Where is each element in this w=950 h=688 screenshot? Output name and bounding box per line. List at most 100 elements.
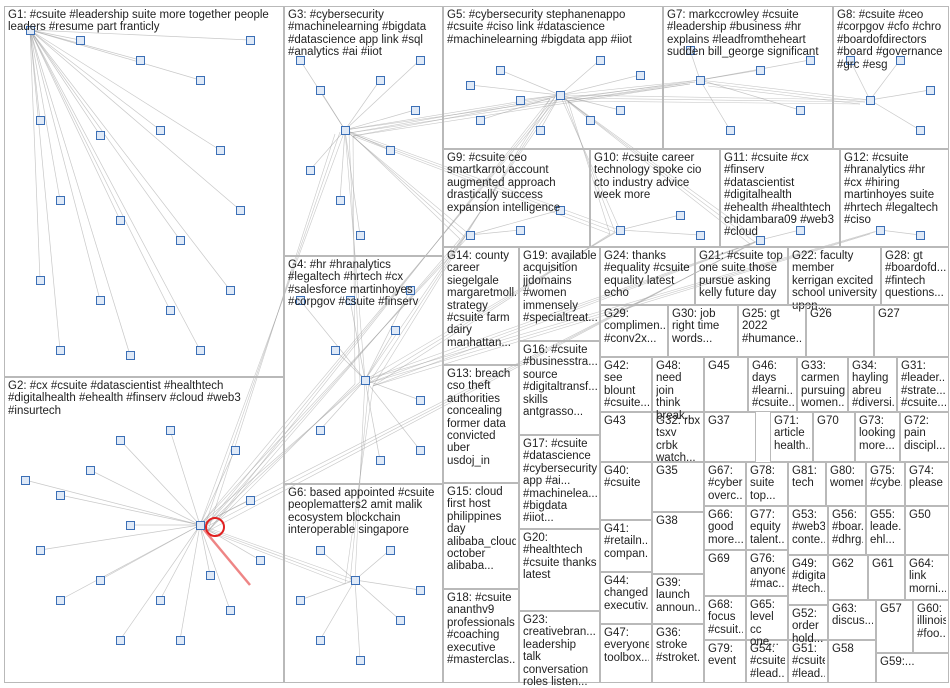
group-g59: G59:... (876, 653, 949, 683)
group-g22: G22: faculty member kerrigan excited sch… (788, 247, 881, 305)
group-label: G40: #csuite (604, 465, 649, 490)
group-g76: G76: anyone #mac... (746, 550, 788, 596)
group-g68: G68: focus #csuit... (704, 596, 746, 640)
group-label: G38 (656, 515, 701, 527)
group-g43: G43 (600, 412, 652, 462)
group-label: G60: illinois #foo... (917, 603, 946, 640)
group-label: G45 (708, 360, 745, 372)
group-label: G20: #healthtech #csuite thanks latest (523, 532, 597, 582)
group-label: G66: good more... (708, 509, 743, 546)
group-g20: G20: #healthtech #csuite thanks latest (519, 529, 600, 611)
group-label: G19: available acquisition jjdomains #wo… (523, 250, 597, 324)
group-label: G36: stroke #stroket... (656, 627, 701, 664)
group-g50: G50 (905, 506, 949, 555)
group-label: G70 (817, 415, 852, 427)
group-label: G42: see blount #csuite... (604, 360, 649, 410)
group-label: G6: based appointed #csuite peoplematter… (288, 487, 440, 537)
group-g62: G62 (828, 555, 868, 600)
group-g3: G3: #cybersecurity #machinelearning #big… (284, 6, 443, 256)
group-label: G27 (878, 308, 946, 320)
group-g25: G25: gt 2022 #humance... (738, 305, 806, 357)
group-g77: G77: equity talent... (746, 506, 788, 550)
group-label: G51: #csuite #lead... (792, 643, 825, 680)
group-label: G41: #retailn... compan... (604, 523, 649, 560)
group-g7: G7: markccrowley #csuite #leadership #bu… (663, 6, 833, 149)
group-label: G18: #csuite ananthv9 professionals #coa… (447, 592, 516, 666)
group-label: G39: launch announ... (656, 577, 701, 614)
group-g71: G71: article health... (770, 412, 813, 462)
group-label: G26 (810, 308, 871, 320)
group-g81: G81: tech (788, 462, 826, 506)
group-label: G43 (604, 415, 649, 427)
group-label: G4: #hr #hranalytics #legaltech #hrtech … (288, 259, 440, 309)
group-label: G78: suite top... (750, 465, 785, 502)
group-g53: G53: #web3 conte... (788, 506, 828, 555)
group-label: G69 (708, 553, 743, 565)
group-g5: G5: #cybersecurity stephanenappo #csuite… (443, 6, 663, 149)
group-g26: G26 (806, 305, 874, 357)
group-g70: G70 (813, 412, 855, 462)
group-g74: G74: please (905, 462, 949, 506)
group-label: G16: #csuite #businesstra... source #dig… (523, 344, 597, 418)
group-g27: G27 (874, 305, 949, 357)
group-g39: G39: launch announ... (652, 574, 704, 624)
group-g46: G46: days #learni... #csuite... (748, 357, 797, 412)
group-label: G64: link morni... (909, 558, 946, 595)
group-label: G25: gt 2022 #humance... (742, 308, 803, 345)
group-label: G17: #csuite #datascience #cybersecurity… (523, 438, 597, 525)
group-g60: G60: illinois #foo... (913, 600, 949, 653)
group-g42: G42: see blount #csuite... (600, 357, 652, 412)
group-label: G22: faculty member kerrigan excited sch… (792, 250, 878, 312)
group-label: G33: carmen pursuing women... (801, 360, 845, 410)
group-g58: G58 (828, 640, 876, 683)
group-g9: G9: #csuite ceo smartkarrot account augm… (443, 149, 590, 247)
group-g28: G28: gt #boardofd... #fintech questions.… (881, 247, 949, 305)
group-g73: G73: looking more... (855, 412, 900, 462)
group-g41: G41: #retailn... compan... (600, 520, 652, 572)
group-g38: G38 (652, 512, 704, 574)
group-label: G14: county career siegelgale margaretmo… (447, 250, 516, 349)
group-label: G53: #web3 conte... (792, 509, 825, 546)
group-g35: G35 (652, 462, 704, 512)
group-g56: G56: #boar... #dhrg... (828, 506, 866, 555)
group-g11: G11: #csuite #cx #finserv #datascientist… (720, 149, 840, 247)
group-label: G2: #cx #csuite #datascientist #healthte… (8, 380, 281, 417)
group-g2: G2: #cx #csuite #datascientist #healthte… (4, 377, 284, 683)
group-label: G13: breach cso theft authorities concea… (447, 368, 516, 467)
group-label: G74: please (909, 465, 946, 490)
group-g16: G16: #csuite #businesstra... source #dig… (519, 341, 600, 435)
group-g61: G61 (868, 555, 905, 600)
group-label: G21: #csuite top one suite those pursue … (699, 250, 785, 300)
group-g48: G48: need join think break... (652, 357, 704, 412)
group-g67: G67: #cyber overc... (704, 462, 746, 506)
group-g51: G51: #csuite #lead... (788, 640, 828, 683)
group-label: G31: #leader... #strate... #csuite... (901, 360, 946, 410)
group-label: G58 (832, 643, 873, 655)
group-g63: G63: discus... (828, 600, 876, 640)
group-g8: G8: #csuite #ceo #corpgov #cfo #chro #bo… (833, 6, 949, 149)
group-label: G81: tech (792, 465, 823, 490)
group-label: G46: days #learni... #csuite... (752, 360, 794, 410)
group-g19: G19: available acquisition jjdomains #wo… (519, 247, 600, 341)
group-label: G61 (872, 558, 902, 570)
group-label: G59:... (880, 656, 946, 668)
group-label: G29: complimen... #conv2x... (604, 308, 665, 345)
group-g21: G21: #csuite top one suite those pursue … (695, 247, 788, 305)
group-label: G15: cloud first host philippines day al… (447, 486, 516, 573)
group-g23: G23: creativebran... leadership talk con… (519, 611, 600, 683)
group-label: G34: hayling abreu #diversi... (852, 360, 894, 410)
group-label: G63: discus... (832, 603, 873, 628)
group-g66: G66: good more... (704, 506, 746, 550)
group-label: G50 (909, 509, 946, 521)
group-label: G23: creativebran... leadership talk con… (523, 614, 597, 688)
group-label: G49: #digital #tech... (792, 558, 825, 595)
group-label: G67: #cyber overc... (708, 465, 743, 502)
group-label: G35 (656, 465, 701, 477)
group-g13: G13: breach cso theft authorities concea… (443, 365, 519, 483)
group-g15: G15: cloud first host philippines day al… (443, 483, 519, 589)
group-g65: G65: level cc one... (746, 596, 788, 640)
group-g29: G29: complimen... #conv2x... (600, 305, 668, 357)
group-g10: G10: #csuite career technology spoke cio… (590, 149, 720, 247)
group-label: G47: everyone toolbox... (604, 627, 649, 664)
